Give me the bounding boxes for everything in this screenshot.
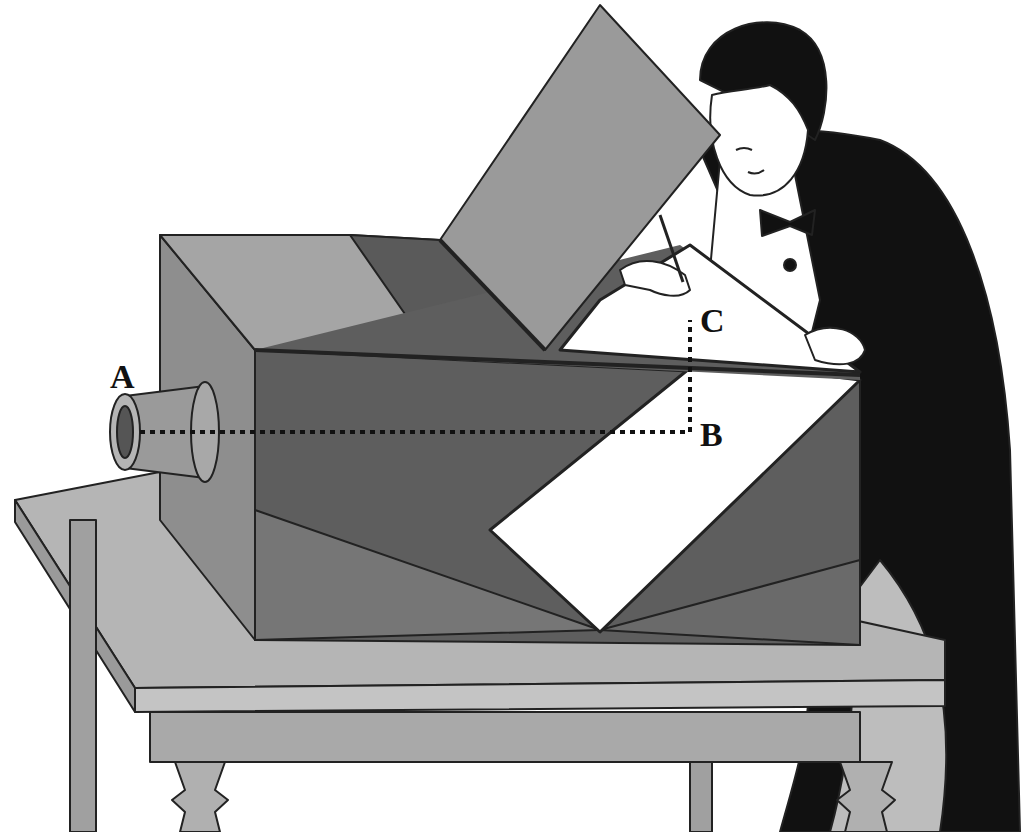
light-path (140, 320, 690, 432)
point-label: C (700, 304, 725, 338)
point-label: B (700, 418, 723, 452)
point-label: A (110, 360, 135, 394)
